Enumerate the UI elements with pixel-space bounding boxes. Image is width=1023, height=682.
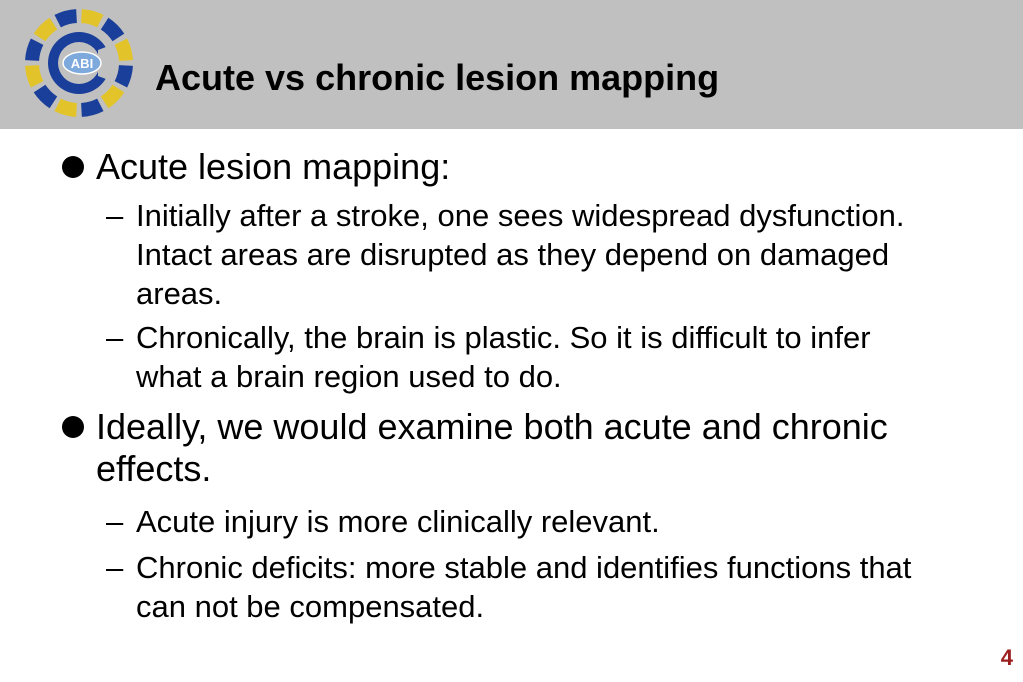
slide-header: ABI Acute vs chronic lesion mapping [0,0,1023,129]
subpoint-dash: – [106,320,124,355]
bullet-dot [62,156,84,178]
page-number: 4 [1000,645,1013,670]
logo-ring-segment [33,17,58,42]
subpoint-dash: – [106,550,124,585]
logo-ring-segment [25,38,44,61]
slide-title: Acute vs chronic lesion mapping [155,57,720,98]
logo-ring-segment [114,38,133,61]
subpoint-text: Chronic deficits: more stable and identi… [136,550,912,624]
abi-logo-icon: ABI [25,9,133,117]
subpoint-text: Acute injury is more clinically relevant… [136,504,660,539]
logo-ring-segment [33,84,58,109]
bullet-text: Acute lesion mapping: [96,146,451,187]
bullet-text: Ideally, we would examine both acute and… [96,406,888,489]
logo-ring-segment [100,84,125,109]
logo-ring-segment [100,17,125,42]
subpoint-text: Initially after a stroke, one sees wides… [136,198,905,311]
logo-ring-segment [54,9,77,28]
subpoint-dash: – [106,504,124,539]
logo-ring-segment [25,65,44,88]
subpoint-text: Chronically, the brain is plastic. So it… [136,320,871,394]
bullet-dot [62,416,84,438]
logo-ring-segment [81,9,104,28]
logo-ring-segment [81,98,104,117]
logo-ring-segment [54,98,77,117]
subpoint-dash: – [106,198,124,233]
logo-text: ABI [71,56,93,71]
logo-ring-segment [114,65,133,88]
